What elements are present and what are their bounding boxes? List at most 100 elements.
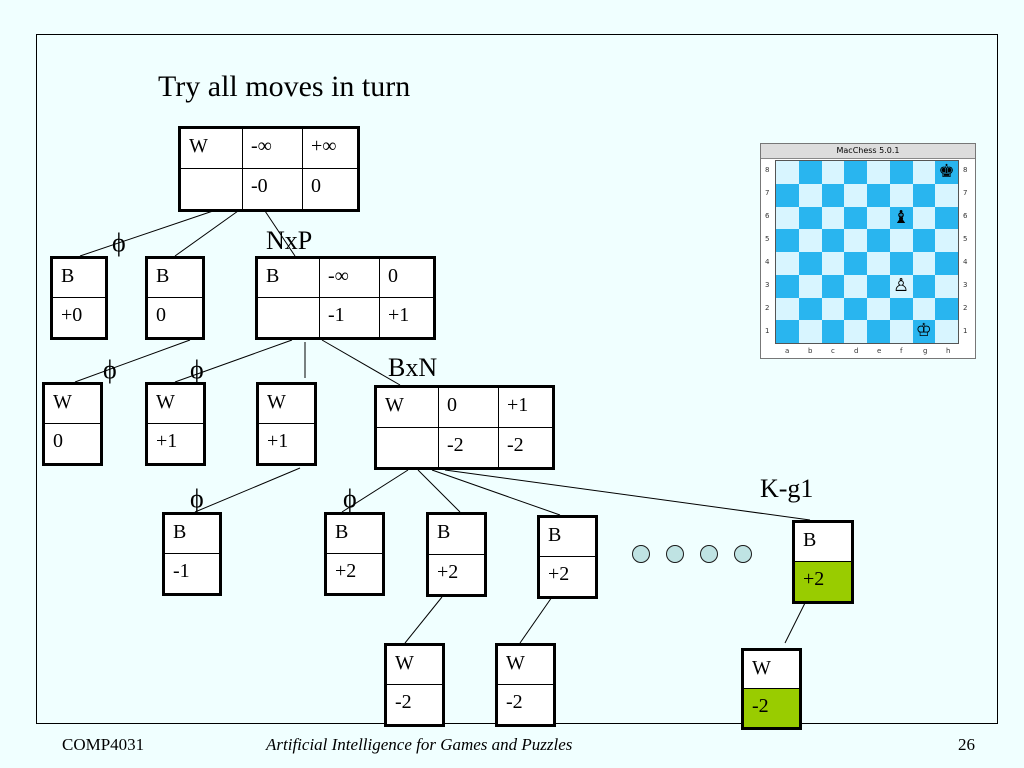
chess-square [776,229,799,252]
node-player: W [377,388,439,428]
node-value-highlighted: -2 [744,689,799,727]
node-value: 0 [311,175,321,197]
node-player: W [148,385,203,424]
node-value: -1 [320,298,380,337]
cutoff-symbol: ϕ [112,228,126,257]
chess-square [798,206,822,230]
chess-square [776,183,799,207]
tree-node-kg1-reply: W -2 [741,648,802,730]
node-beta: 0 [380,259,433,298]
chess-square [821,183,845,207]
slide-title: Try all moves in turn [158,70,411,103]
chess-rank-label: 3 [765,281,770,289]
node-player: B [165,515,219,554]
chess-square [844,274,867,298]
chess-square [844,320,867,343]
white-king-icon: ♔ [915,320,932,342]
node-empty-cell [181,169,243,209]
chess-square [935,274,958,298]
chess-square [912,183,936,207]
move-label-nxp: NxP [266,226,313,255]
tree-node-bxn: W 0 +1 -2 -2 [374,385,555,470]
chess-square [889,297,913,321]
node-value: -2 [507,433,524,456]
chess-square [821,297,845,321]
chess-square [798,229,822,252]
chess-square [867,161,890,184]
chess-square [867,206,890,230]
chess-square [798,252,822,275]
chess-square [867,183,890,207]
ellipsis-dot [632,545,650,563]
cutoff-symbol: ϕ [103,355,117,384]
chess-square [935,206,958,230]
chess-square [889,320,913,343]
chess-square [821,274,845,298]
node-value: +2 [335,560,357,582]
node-player: B [429,515,484,555]
chess-rank-label: 7 [963,189,968,197]
node-player: B [148,259,202,298]
tree-node: B +2 [324,512,385,596]
node-player: W [498,646,553,685]
tree-node-root: W -∞ +∞ -0 0 [178,126,360,212]
node-player: B [540,518,595,557]
node-value: +1 [388,304,410,326]
tree-node: W -2 [495,643,556,727]
node-empty-cell [258,298,320,337]
chess-square [798,297,822,321]
footer-course-title: Artificial Intelligence for Games and Pu… [266,735,573,754]
chess-square [912,274,936,298]
ellipsis-dot [700,545,718,563]
chess-square [912,229,936,252]
node-alpha: -∞ [320,259,380,298]
tree-node: W -2 [384,643,445,727]
chess-square [889,161,913,184]
chess-square [776,320,799,343]
chess-square: ♚ [935,161,958,184]
chess-square [821,252,845,275]
tree-node-nxp: B -∞ 0 -1 +1 [255,256,436,340]
node-player: W [387,646,442,685]
chess-file-label: c [831,347,835,355]
node-value: -2 [439,427,499,467]
tree-node: B +2 [537,515,598,599]
chess-rank-label: 4 [765,258,770,266]
chess-square [798,161,822,184]
tree-node: B +2 [426,512,487,597]
chess-rank-label: 2 [765,304,770,312]
black-bishop-icon: ♝ [893,206,910,228]
chess-square [912,252,936,275]
chess-square [798,274,822,298]
chess-square [844,252,867,275]
chess-rank-label: 5 [963,235,968,243]
chess-square [889,229,913,252]
tree-node: W +1 [256,382,317,466]
chess-rank-label: 6 [963,212,968,220]
chess-square [935,229,958,252]
node-beta: +1 [499,388,552,428]
chess-file-label: b [808,347,813,355]
tree-node-kg1: B +2 [792,520,854,604]
node-player: B [53,259,105,298]
node-player: B [327,515,382,554]
chess-square [844,161,867,184]
chess-square [912,206,936,230]
chess-rank-label: 1 [963,327,968,335]
chess-square [889,252,913,275]
chess-rank-label: 6 [765,212,770,220]
chess-square [821,320,845,343]
cutoff-symbol: ϕ [343,484,357,513]
chess-square: ♙ [889,274,913,298]
chess-window-titlebar: MacChess 5.0.1 [761,144,975,159]
chess-square [912,161,936,184]
chess-square: ♝ [889,206,913,230]
chess-square [844,297,867,321]
chess-rank-label: 8 [765,166,770,174]
tree-node: W 0 [42,382,103,466]
chess-square [776,252,799,275]
chess-board-grid: ♚ ♝ ♙♔ [775,160,959,344]
node-value-highlighted: +2 [795,562,851,601]
chess-square [798,183,822,207]
